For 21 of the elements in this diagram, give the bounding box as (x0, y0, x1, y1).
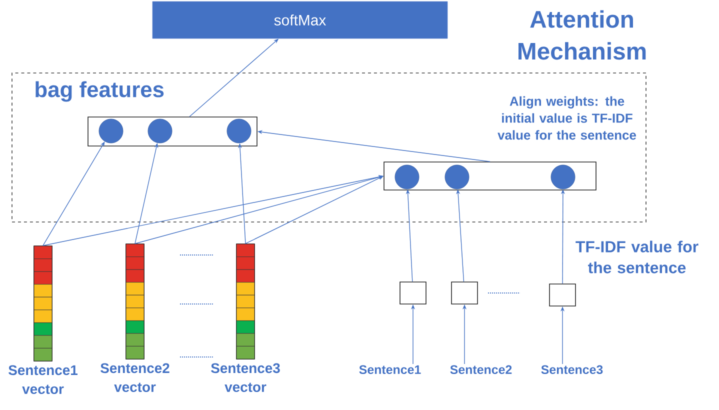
title: Attention Mechanism (518, 10, 646, 60)
note-text: Align weights: the initial value is TF-IDF value for the sentence (498, 96, 636, 140)
vector-label: Sentence1 vector (8, 365, 78, 394)
input-box (549, 284, 576, 306)
vector-label: Sentence3 vector (211, 363, 280, 392)
feature-circle (550, 164, 576, 190)
input-box (451, 282, 478, 304)
input-box (400, 282, 426, 304)
feature-circle (98, 118, 124, 144)
sentence-label: Sentence1 (359, 365, 421, 374)
feature-circle (226, 118, 252, 144)
vector-label: Sentence2 vector (100, 363, 170, 392)
note-text: TF-IDF value for the sentence (576, 240, 698, 274)
region-heading: bag features (36, 81, 164, 102)
sentence-label: Sentence2 (450, 365, 512, 374)
feature-circle (444, 164, 470, 190)
softmax-box: softMax (152, 1, 448, 39)
arrow (42, 142, 105, 246)
feature-circle (148, 118, 172, 144)
sentence-label: Sentence3 (541, 365, 603, 374)
feature-circle (394, 164, 420, 190)
